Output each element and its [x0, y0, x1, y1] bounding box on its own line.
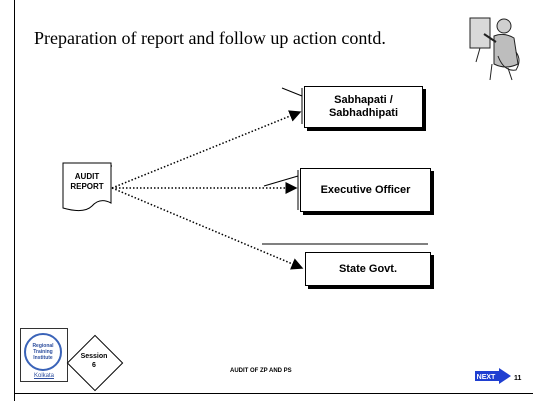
slide-bottom-border	[14, 393, 533, 394]
arrow-to-sabhapati	[111, 110, 302, 189]
session-line2: 6	[92, 362, 96, 369]
session-label: Session 6	[72, 352, 116, 370]
logo-city-link[interactable]: Kolkata	[33, 373, 54, 379]
sabhapati-box: Sabhapati / Sabhadhipati	[304, 86, 423, 128]
logo-line1: Regional	[32, 343, 54, 349]
executive-officer-box: Executive Officer	[300, 168, 431, 212]
footer-caption: AUDIT OF ZP AND PS	[230, 368, 292, 374]
slide-title: Preparation of report and follow up acti…	[34, 28, 386, 48]
logo-line3: Institute	[33, 355, 53, 361]
executive-officer-label: Executive Officer	[320, 183, 411, 196]
state-govt-label: State Govt.	[338, 262, 398, 275]
connector-mark-1	[281, 87, 303, 97]
logo-emblem: Regional Training Institute	[24, 333, 62, 371]
presenter-figure-icon	[469, 17, 520, 81]
page-number: 11	[514, 375, 522, 382]
rti-logo: Regional Training Institute Kolkata	[20, 328, 68, 382]
document-icon	[62, 162, 112, 212]
connector-mark-2	[263, 175, 299, 187]
logo-text: Regional Training Institute	[32, 343, 53, 361]
audit-label-line2: REPORT	[70, 182, 104, 191]
arrow-to-state-govt	[111, 187, 304, 270]
session-line1: Session	[80, 353, 108, 360]
next-button-label: NEXT	[477, 374, 496, 381]
next-arrow-icon[interactable]: NEXT	[475, 368, 511, 384]
state-govt-box: State Govt.	[305, 252, 431, 286]
sabhapati-line1: Sabhapati /	[334, 94, 393, 106]
sabhapati-line2: Sabhadhipati	[328, 107, 399, 119]
audit-label-line1: AUDIT	[74, 172, 100, 181]
slide-left-border	[14, 0, 15, 401]
logo-line2: Training	[33, 349, 53, 355]
audit-report-label: AUDIT REPORT	[62, 172, 112, 192]
